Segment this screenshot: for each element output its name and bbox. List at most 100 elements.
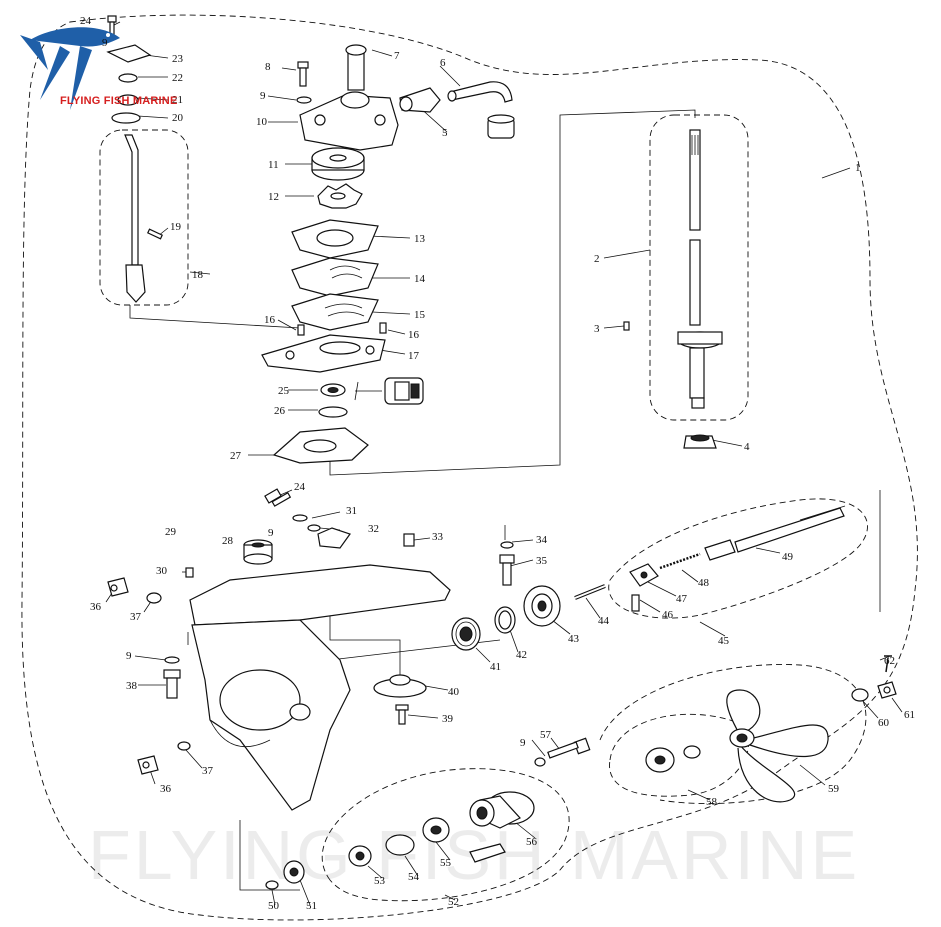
callout-label: 12 (268, 191, 279, 203)
callout-label: 54 (408, 871, 420, 883)
callout-label: 56 (526, 836, 538, 848)
callout-label: 14 (414, 273, 426, 285)
callout-label: 31 (346, 505, 357, 517)
callout-label: 26 (274, 405, 286, 417)
washer-31 (307, 524, 321, 532)
callout-label: 37 (202, 765, 214, 777)
dowel-pin-16-right (379, 322, 387, 334)
bushing-28 (243, 539, 273, 565)
anode-32 (317, 527, 351, 549)
callout-label: 42 (516, 649, 527, 661)
callout-label: 62 (884, 655, 895, 667)
callout-label: 33 (432, 531, 444, 543)
callout-label: 59 (828, 783, 840, 795)
clutch-47 (629, 563, 659, 587)
callout-label: 11 (268, 159, 279, 171)
o-ring-54 (385, 834, 415, 856)
callout-label: 39 (442, 713, 454, 725)
callout-label: 53 (374, 875, 386, 887)
callout-label: 55 (440, 857, 452, 869)
plug-36-upper (107, 577, 129, 597)
washer-9-top (296, 96, 312, 104)
callout-label: 22 (172, 72, 183, 84)
callout-label: 32 (368, 523, 379, 535)
callout-label: 19 (170, 221, 182, 233)
callout-label: 23 (172, 53, 184, 65)
cotter-pin-62 (884, 655, 892, 673)
callout-label: 15 (414, 309, 426, 321)
group-2-boundary (649, 114, 749, 421)
oil-seal-25 (320, 383, 346, 397)
seal-53 (348, 845, 372, 867)
callout-label: 36 (90, 601, 102, 613)
callout-label: 36 (160, 783, 172, 795)
callout-label: 4 (744, 441, 750, 453)
propeller-59 (726, 689, 829, 803)
callout-label: 16 (408, 329, 420, 341)
callout-label: 25 (278, 385, 290, 397)
bearing-55 (422, 817, 450, 843)
group-58-boundary (609, 713, 749, 797)
pin-46 (631, 594, 640, 612)
callout-label: 28 (222, 535, 234, 547)
drive-shaft-2 (677, 129, 723, 409)
reverse-gear-51 (283, 860, 305, 884)
callout-label: 29 (165, 526, 177, 538)
callout-label: 17 (408, 350, 420, 362)
washer-34 (500, 541, 514, 549)
gasket-37-upper (146, 592, 162, 604)
callout-label: 43 (568, 633, 580, 645)
bolt-57 (547, 737, 591, 759)
callout-label: 24 (294, 481, 306, 493)
callout-label: 9 (268, 527, 274, 539)
pin-3 (623, 321, 630, 331)
callout-label: 46 (662, 609, 674, 621)
pump-plate (291, 257, 379, 297)
callout-labels: 1234567891011121314151616171819202122232… (80, 15, 915, 912)
callout-label: 7 (394, 50, 400, 62)
callout-label: 47 (676, 593, 688, 605)
callout-label: 8 (265, 61, 271, 73)
callout-label: 21 (172, 94, 183, 106)
pump-base-17 (261, 334, 386, 373)
callout-label: 30 (156, 565, 168, 577)
callout-label: 60 (878, 717, 890, 729)
impeller (317, 183, 363, 209)
callout-label: 27 (230, 450, 242, 462)
shift-rod-assembly (106, 15, 163, 303)
callout-label: 3 (594, 323, 600, 335)
callout-label: 45 (718, 635, 730, 647)
callout-label: 58 (706, 796, 718, 808)
thrust-group-58 (645, 745, 701, 773)
leader-lines (105, 21, 903, 906)
callout-label: 10 (256, 116, 268, 128)
grommet-5 (399, 87, 515, 139)
group-45-boundary (608, 498, 868, 619)
callout-label: 38 (126, 680, 138, 692)
water-tube-6 (447, 81, 513, 103)
washer-9-bearing (534, 757, 546, 767)
callout-label: 35 (536, 555, 548, 567)
plug-33 (403, 533, 415, 547)
callout-label: 24 (80, 15, 92, 27)
callout-label: 51 (306, 900, 317, 912)
dowel-pin-16-left (297, 324, 305, 336)
callout-label: 6 (440, 57, 446, 69)
screw-39 (395, 704, 409, 725)
callout-label: 18 (192, 269, 204, 281)
pinion-gear-4 (683, 434, 717, 449)
bolt-8 (297, 61, 309, 87)
callout-label: 9 (126, 650, 132, 662)
callout-label: 16 (264, 314, 276, 326)
callout-label: 44 (598, 615, 610, 627)
callout-label: 57 (540, 729, 552, 741)
callout-label: 37 (130, 611, 142, 623)
bearing-holder-56 (469, 791, 535, 829)
callout-label: 5 (442, 127, 448, 139)
callout-label: 50 (268, 900, 280, 912)
callout-label: 41 (490, 661, 501, 673)
pump-gasket-bottom (291, 293, 379, 331)
callout-label: 34 (536, 534, 548, 546)
flying-fish-logo (20, 27, 120, 110)
